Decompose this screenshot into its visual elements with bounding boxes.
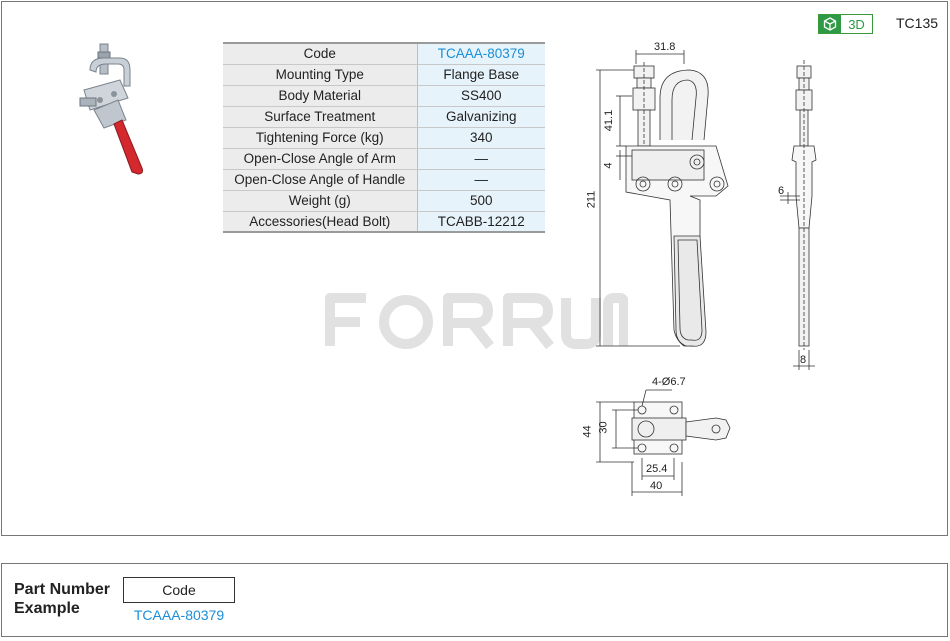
spec-key: Open-Close Angle of Arm — [223, 148, 418, 170]
dim-gap: 4 — [602, 162, 615, 169]
dim-base-width-inner: 25.4 — [646, 463, 668, 475]
spec-key: Weight (g) — [223, 190, 418, 212]
spec-key: Mounting Type — [223, 64, 418, 86]
table-row: Body Material SS400 — [223, 85, 545, 107]
dim-top-width: 31.8 — [654, 41, 676, 53]
spec-value: Galvanizing — [417, 106, 545, 128]
dim-base-height-outer: 44 — [581, 425, 594, 438]
table-row: Accessories(Head Bolt) TCABB-12212 — [223, 211, 545, 233]
spec-value: — — [417, 169, 545, 191]
spec-key: Tightening Force (kg) — [223, 127, 418, 149]
dim-base-height-inner: 30 — [597, 421, 610, 434]
code-header-box: Code — [123, 577, 235, 603]
product-image — [79, 43, 143, 175]
dim-side-small: 6 — [778, 185, 785, 197]
dim-upper-height: 41.1 — [603, 109, 616, 132]
part-number-label: Part Number Example — [14, 580, 110, 618]
dim-total-height: 211 — [585, 190, 598, 209]
dim-side-bottom: 8 — [800, 354, 807, 366]
spec-key: Open-Close Angle of Handle — [223, 169, 418, 191]
part-number-label-line1: Part Number — [14, 581, 111, 598]
spec-key: Code — [223, 42, 418, 65]
code-link[interactable]: TCAAA-80379 — [417, 42, 545, 65]
spec-value: SS400 — [417, 85, 545, 107]
spec-value: 340 — [417, 127, 545, 149]
table-row: Surface Treatment Galvanizing — [223, 106, 545, 128]
table-row: Open-Close Angle of Arm — — [223, 148, 545, 170]
forrum-watermark-logo — [325, 293, 628, 350]
table-row: Weight (g) 500 — [223, 190, 545, 212]
dim-base-width-outer: 40 — [650, 480, 663, 492]
code-example-link[interactable]: TCAAA-80379 — [133, 607, 225, 623]
table-row: Open-Close Angle of Handle — — [223, 169, 545, 191]
part-number-panel — [1, 563, 948, 637]
spec-value: 500 — [417, 190, 545, 212]
dim-base-holes: 4-Ø6.7 — [652, 376, 686, 388]
spec-key: Surface Treatment — [223, 106, 418, 128]
spec-key: Body Material — [223, 85, 418, 107]
spec-table: Code TCAAA-80379 Mounting Type Flange Ba… — [223, 42, 545, 233]
spec-key: Accessories(Head Bolt) — [223, 211, 418, 233]
spec-value: — — [417, 148, 545, 170]
3d-label: 3D — [848, 16, 865, 32]
series-code: TC135 — [896, 15, 939, 31]
part-number-label-line2: Example — [14, 600, 80, 617]
cube-icon — [819, 15, 841, 33]
table-row: Mounting Type Flange Base — [223, 64, 545, 86]
table-row: Code TCAAA-80379 — [223, 42, 545, 65]
spec-value: Flange Base — [417, 64, 545, 86]
spec-value: TCABB-12212 — [417, 211, 545, 233]
3d-view-button[interactable]: 3D — [818, 14, 873, 34]
table-row: Tightening Force (kg) 340 — [223, 127, 545, 149]
